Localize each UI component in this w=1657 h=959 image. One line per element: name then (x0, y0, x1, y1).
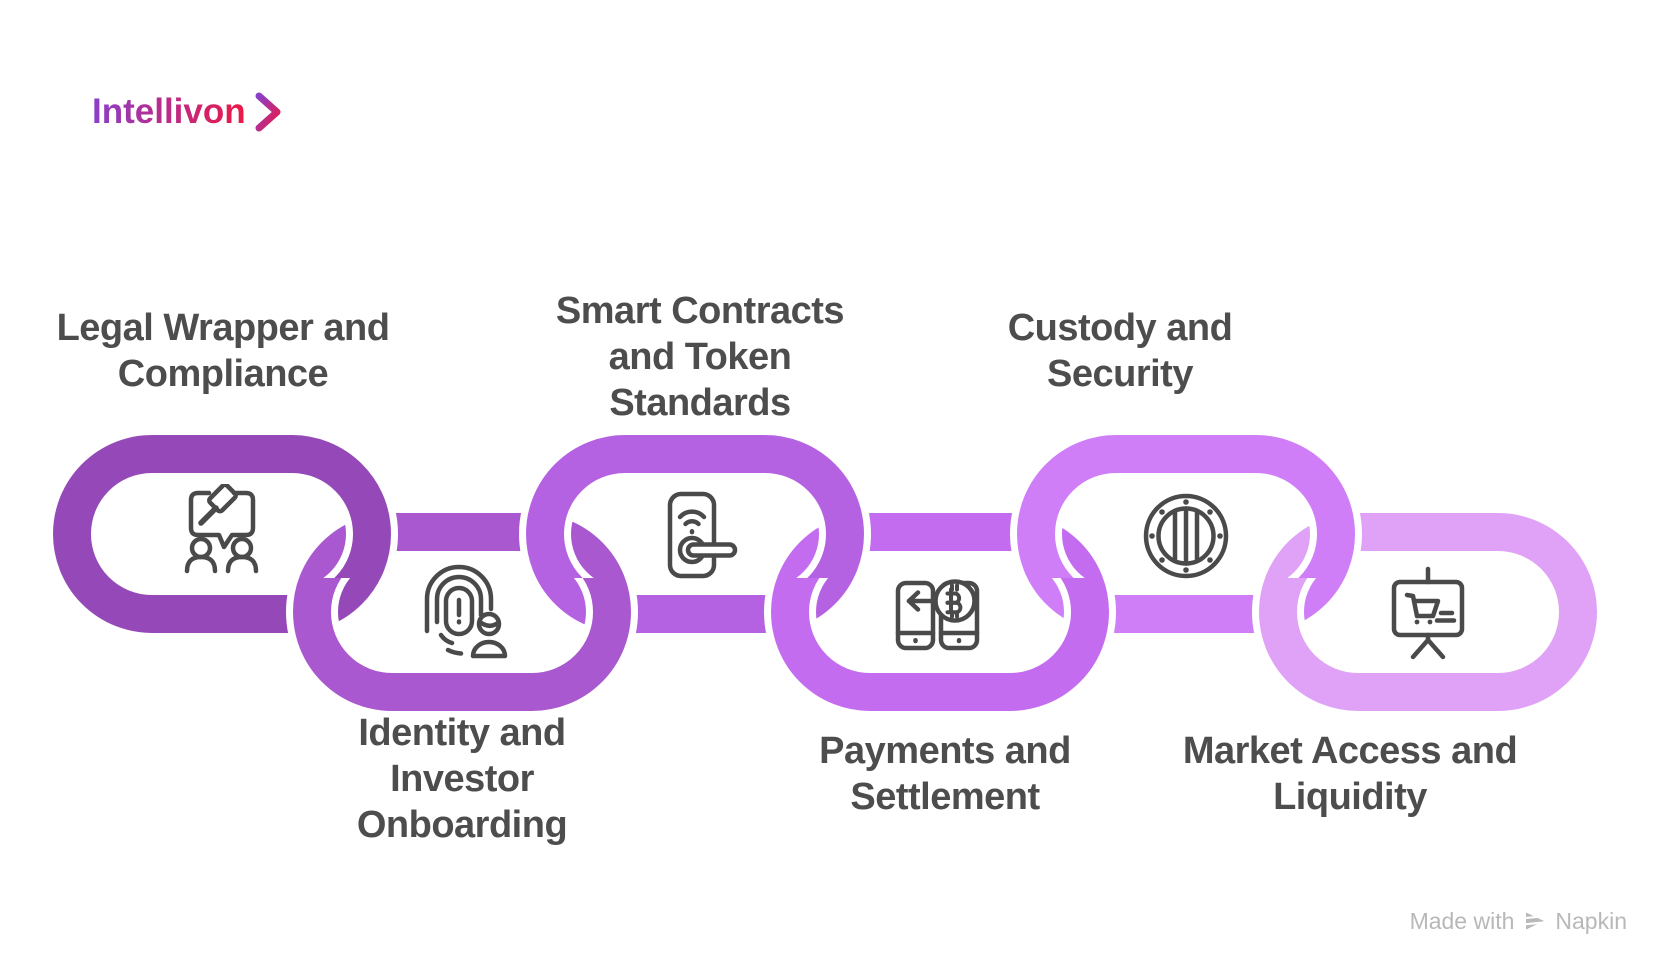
chain-link-label: Identity and Investor Onboarding (356, 712, 568, 846)
chain-link-label: Legal Wrapper and Compliance (56, 307, 390, 395)
chain-link-label: Payments and Settlement (819, 730, 1071, 818)
fingerprint-user-icon (410, 562, 514, 666)
chain-link-label: Market Access and Liquidity (1182, 730, 1518, 818)
gavel-discussion-icon (170, 484, 274, 588)
brand-logo: Intellivon (92, 90, 283, 134)
chain-link-1 (53, 496, 391, 578)
vault-porthole-icon (1134, 484, 1238, 588)
chain-link-4 (771, 513, 1109, 711)
smart-lock-icon (643, 484, 747, 588)
napkin-logo-icon (1524, 912, 1546, 930)
made-with-napkin-credit: Made with Napkin (1410, 908, 1627, 935)
made-with-text: Made with (1409, 908, 1515, 934)
chevron-right-icon (255, 92, 281, 132)
chain-link-5 (1017, 496, 1355, 578)
crypto-payment-phones-icon (888, 562, 992, 666)
market-presentation-icon (1376, 562, 1480, 666)
chain-link-2 (293, 513, 631, 711)
chain-link-label: Smart Contracts and Token Standards (555, 290, 845, 424)
napkin-brand-text: Napkin (1555, 908, 1627, 934)
brand-logo-text: Intellivon (92, 92, 246, 131)
chain-link-label: Custody and Security (1007, 307, 1233, 395)
chain-link-3 (526, 496, 864, 578)
chain-link-6 (1259, 513, 1597, 711)
